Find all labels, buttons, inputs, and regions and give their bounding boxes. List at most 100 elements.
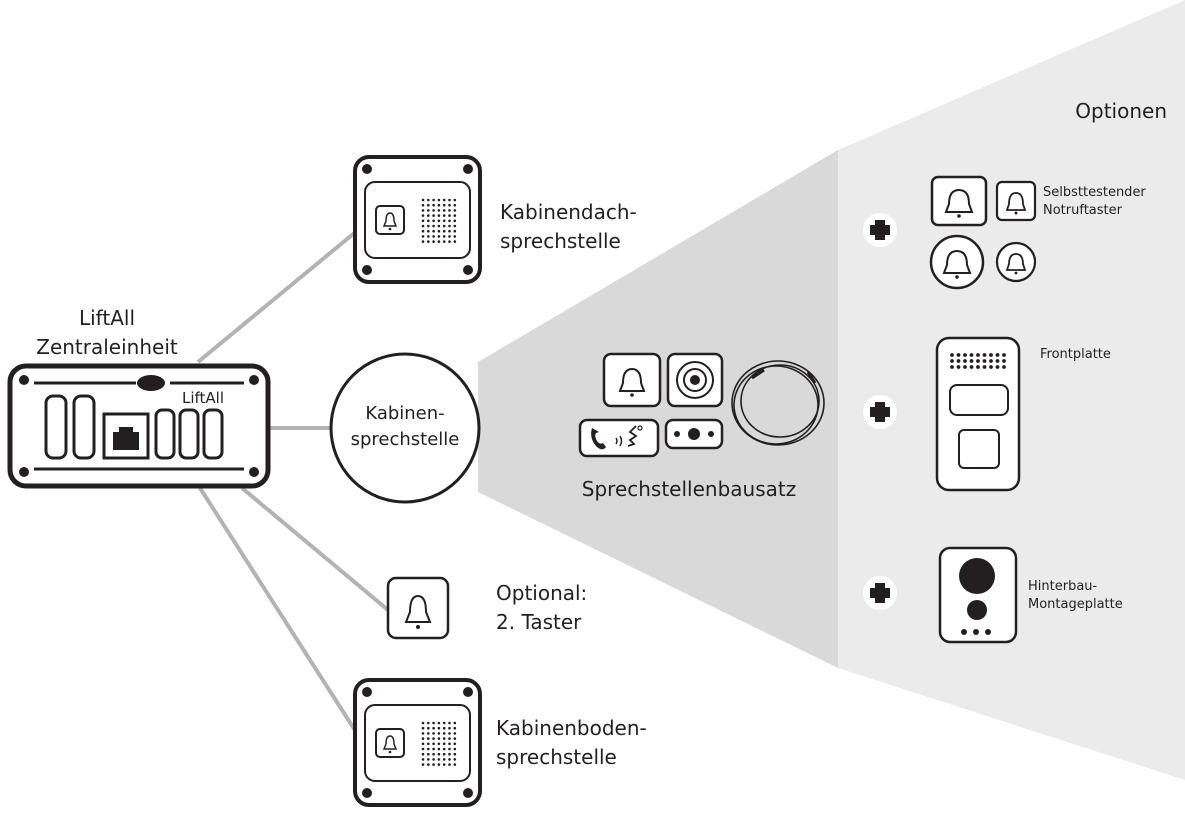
front-plate-icon bbox=[935, 336, 1021, 492]
grille-dot bbox=[437, 214, 441, 217]
cabin-station-label-line2: sprechstelle bbox=[351, 429, 460, 450]
grille-dot bbox=[421, 235, 425, 238]
floor-speaker-grille bbox=[421, 721, 457, 766]
grille-dot bbox=[421, 763, 425, 766]
grille-dot bbox=[442, 758, 446, 761]
central-unit-device-text: LiftAll bbox=[182, 389, 224, 407]
grille-dot bbox=[437, 752, 441, 756]
grille-dot bbox=[448, 235, 451, 238]
grille-dot bbox=[427, 209, 430, 212]
grille-dot bbox=[976, 359, 980, 363]
plus-icon-rearmount bbox=[863, 576, 897, 610]
grille-dot bbox=[453, 203, 457, 207]
grille-dot bbox=[453, 721, 457, 725]
grille-dot bbox=[427, 240, 430, 243]
grille-dot bbox=[421, 737, 425, 740]
grille-dot bbox=[421, 219, 425, 223]
grille-dot bbox=[442, 209, 446, 212]
grille-dot bbox=[963, 359, 967, 363]
grille-dot bbox=[421, 721, 425, 725]
roof-intercom-device bbox=[353, 155, 482, 284]
grille-dot bbox=[427, 732, 430, 735]
grille-dot bbox=[427, 219, 430, 223]
grille-dot bbox=[995, 365, 1000, 369]
grille-dot bbox=[442, 742, 446, 746]
floor-station-label-line1: Kabinenboden- bbox=[496, 716, 647, 740]
grille-dot bbox=[421, 747, 425, 751]
grille-dot bbox=[427, 214, 430, 217]
grille-dot bbox=[950, 359, 954, 363]
grille-dot bbox=[427, 747, 430, 751]
grille-dot bbox=[437, 726, 441, 730]
kit-bell-button bbox=[602, 352, 662, 408]
grille-dot bbox=[448, 737, 451, 740]
kit-cable-coil bbox=[731, 360, 825, 446]
grille-dot bbox=[448, 721, 451, 725]
grille-dot bbox=[437, 742, 441, 746]
grille-dot bbox=[437, 229, 441, 233]
grille-dot bbox=[427, 203, 430, 207]
connector-roof bbox=[196, 228, 360, 364]
grille-dot bbox=[453, 240, 457, 243]
cabin-station-circle bbox=[329, 352, 481, 504]
central-unit-label-line2: Zentraleinheit bbox=[36, 335, 178, 359]
grille-dot bbox=[427, 742, 430, 746]
grille-dot bbox=[442, 203, 446, 207]
grille-dot bbox=[437, 209, 441, 212]
grille-dot bbox=[982, 359, 987, 363]
plus-icon-frontplate bbox=[863, 395, 897, 429]
grille-dot bbox=[442, 752, 446, 756]
grille-dot bbox=[453, 198, 457, 202]
grille-dot bbox=[442, 214, 446, 217]
grille-dot bbox=[432, 732, 435, 735]
grille-dot bbox=[442, 219, 446, 223]
grille-dot bbox=[448, 219, 451, 223]
grille-dot bbox=[448, 742, 451, 746]
grille-dot bbox=[442, 229, 446, 233]
grille-dot bbox=[427, 229, 430, 233]
grille-dot bbox=[950, 365, 954, 369]
grille-dot bbox=[437, 235, 441, 238]
grille-dot bbox=[976, 353, 980, 357]
grille-dot bbox=[982, 365, 987, 369]
grille-dot bbox=[989, 353, 993, 357]
grille-dot bbox=[448, 198, 451, 202]
self-test-label-line1: Selbsttestender bbox=[1043, 185, 1146, 200]
grille-dot bbox=[421, 214, 425, 217]
grille-dot bbox=[976, 365, 980, 369]
grille-dot bbox=[442, 240, 446, 243]
grille-dot bbox=[453, 742, 457, 746]
grille-dot bbox=[442, 726, 446, 730]
grille-dot bbox=[442, 763, 446, 766]
grille-dot bbox=[432, 721, 435, 725]
front-plate-label: Frontplatte bbox=[1040, 347, 1111, 362]
rear-mount-plate-icon bbox=[938, 546, 1018, 644]
grille-dot bbox=[453, 214, 457, 217]
grille-dot bbox=[427, 726, 430, 730]
grille-dot bbox=[453, 747, 457, 751]
grille-dot bbox=[453, 732, 457, 735]
grille-dot bbox=[432, 198, 435, 202]
self-test-button-icons bbox=[929, 175, 1037, 290]
grille-dot bbox=[969, 353, 974, 357]
optional-button-label-line1: Optional: bbox=[496, 581, 587, 605]
grille-dot bbox=[1002, 359, 1006, 363]
grille-dot bbox=[427, 737, 430, 740]
grille-dot bbox=[442, 732, 446, 735]
grille-dot bbox=[432, 742, 435, 746]
roof-station-label-line1: Kabinendach- bbox=[500, 200, 637, 224]
grille-dot bbox=[421, 752, 425, 756]
grille-dot bbox=[432, 235, 435, 238]
grille-dot bbox=[448, 763, 451, 766]
grille-dot bbox=[437, 224, 441, 228]
grille-dot bbox=[421, 732, 425, 735]
grille-dot bbox=[442, 747, 446, 751]
grille-dot bbox=[421, 758, 425, 761]
central-unit-label-line1: LiftAll bbox=[79, 306, 135, 330]
option-icons bbox=[863, 175, 1037, 644]
grille-dot bbox=[421, 203, 425, 207]
grille-dot bbox=[963, 353, 967, 357]
connector-floor bbox=[198, 486, 360, 737]
